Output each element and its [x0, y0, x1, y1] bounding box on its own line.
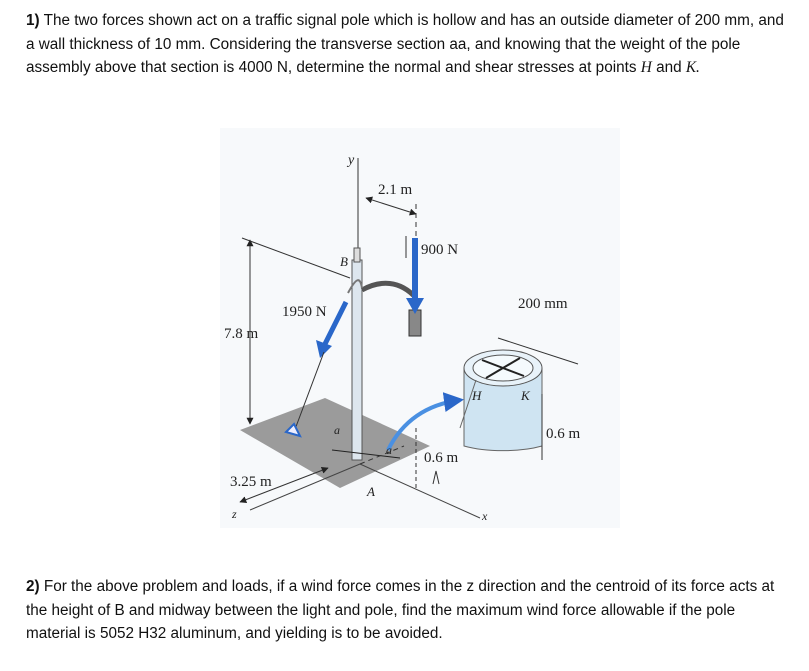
dimension-200mm [497, 337, 579, 365]
label-900n: 900 N [421, 242, 458, 258]
problem-1-number: 1) [26, 12, 40, 29]
point-h-ref: H [640, 59, 652, 77]
label-a-cap: A [366, 484, 375, 499]
point-k-ref: K. [685, 59, 700, 77]
force-900-shaft [412, 238, 418, 298]
guy-wire [293, 351, 325, 433]
label-a-right: a [386, 443, 392, 457]
force-1950-head [316, 340, 332, 358]
dimension-3-25 [239, 467, 329, 503]
force-1950-shaft [321, 300, 349, 348]
problem-2-number: 2) [26, 578, 40, 595]
figure-svg: y 2.1 m 900 N B 1950 N 7.8 m 200 mm H K … [220, 128, 620, 528]
section-edge-left [459, 379, 477, 429]
dimension-2-1 [365, 196, 417, 216]
problem-1-text: The two forces shown act on a traffic si… [26, 12, 784, 77]
dim-0-6-arrow [432, 470, 440, 485]
label-0-6m-right: 0.6 m [546, 426, 581, 442]
label-a-left: a [334, 423, 340, 437]
label-h: H [471, 388, 482, 403]
arm-brace [347, 279, 363, 294]
pole-cap [353, 247, 361, 263]
traffic-pole-figure: y 2.1 m 900 N B 1950 N 7.8 m 200 mm H K … [220, 128, 620, 528]
cross-hair-2 [485, 357, 521, 379]
pole [351, 259, 363, 461]
problem-1: 1) The two forces shown act on a traffic… [26, 9, 786, 80]
force-900-head [406, 298, 424, 314]
label-y: y [346, 153, 355, 168]
label-k: K [520, 388, 531, 403]
ground-patch [240, 398, 430, 488]
label-200mm: 200 mm [518, 296, 568, 312]
label-0-6m-mid: 0.6 m [424, 450, 459, 466]
x-axis-line [359, 463, 481, 519]
label-7-8m: 7.8 m [224, 326, 259, 342]
label-z: z [231, 507, 237, 521]
problem-2-text: For the above problem and loads, if a wi… [26, 578, 775, 643]
problem-2: 2) For the above problem and loads, if a… [26, 575, 786, 646]
section-detail-pointer [386, 392, 464, 451]
section-aa-guide [359, 445, 405, 465]
section-cylinder-body [463, 368, 543, 452]
label-b: B [340, 254, 348, 269]
anchor-point [284, 422, 302, 438]
label-2-1m: 2.1 m [378, 182, 413, 198]
section-aa-line [331, 449, 401, 459]
signal-arm [360, 280, 418, 300]
extension-line-top [241, 237, 351, 279]
label-x: x [481, 509, 488, 523]
label-3-25m: 3.25 m [230, 474, 272, 490]
and-word: and [656, 59, 682, 77]
label-1950n: 1950 N [282, 304, 327, 320]
